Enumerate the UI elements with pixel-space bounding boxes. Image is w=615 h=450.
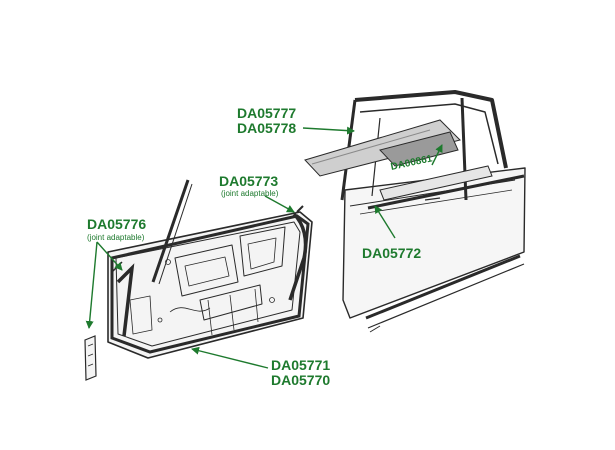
lower-strips [365, 254, 525, 333]
leader-arrows [85, 126, 443, 369]
seal-strip-da05773 [288, 205, 308, 301]
inner-door-panel [107, 179, 313, 359]
outer-door-panel [342, 167, 526, 319]
label-da05772: DA05772 [362, 245, 422, 261]
label-da05778: DA05778 [237, 120, 297, 136]
label-da05773: DA05773 [219, 173, 279, 189]
label-da05771: DA05771 [271, 357, 331, 373]
belt-strip-da05772 [367, 165, 525, 210]
note-da05776: (joint adaptable) [87, 233, 145, 242]
label-da05770: DA05770 [271, 372, 331, 388]
clip-part [84, 335, 97, 381]
label-da05776: DA05776 [87, 216, 147, 232]
note-da05773: (joint adaptable) [221, 189, 279, 198]
label-da05777: DA05777 [237, 105, 297, 121]
window-glass [304, 119, 461, 177]
